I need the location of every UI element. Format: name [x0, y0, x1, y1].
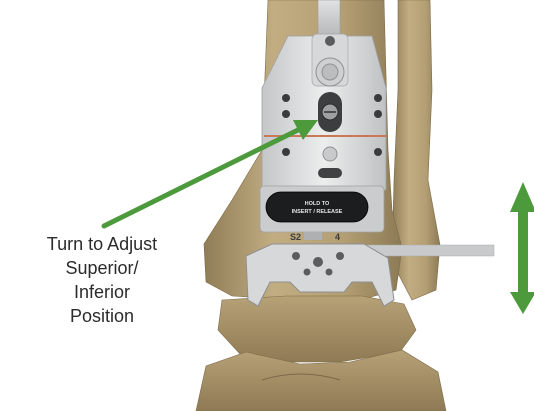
callout-caption: Turn to Adjust Superior/ Inferior Positi…	[14, 232, 190, 328]
direction-arrow-up	[510, 182, 534, 212]
direction-arrow-down	[510, 292, 534, 314]
release-button-text-1: HOLD TO	[305, 201, 330, 207]
release-button-text-2: INSERT / RELEASE	[292, 209, 343, 215]
callout-line-4: Position	[14, 304, 190, 328]
direction-arrow-shaft	[518, 206, 528, 298]
size-mark-left: S2	[290, 232, 301, 242]
callout-line-3: Inferior	[14, 280, 190, 304]
callout-line-2: Superior/	[14, 256, 190, 280]
callout-line-1: Turn to Adjust	[14, 232, 190, 256]
release-button	[266, 192, 368, 222]
size-mark-right: 4	[335, 232, 340, 242]
